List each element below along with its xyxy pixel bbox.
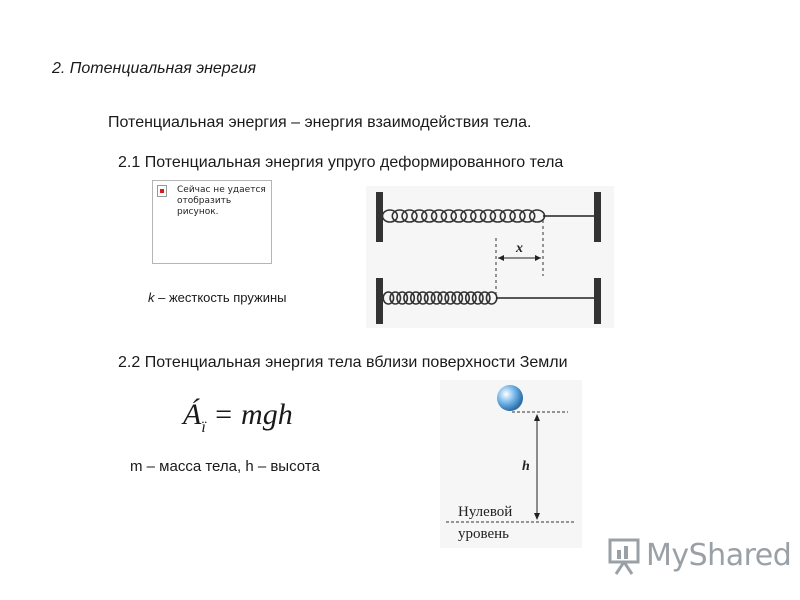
spring-coil bbox=[451, 291, 464, 305]
spring-coil bbox=[460, 209, 477, 223]
spring-coil bbox=[471, 291, 484, 305]
spring-coil bbox=[430, 209, 448, 223]
k-description: – жесткость пружины bbox=[154, 290, 287, 305]
height-diagram: h Нулевой уровень bbox=[440, 380, 582, 548]
height-arrowhead-bottom bbox=[534, 513, 540, 520]
k-symbol: k bbox=[148, 290, 155, 305]
board-bar-1 bbox=[617, 550, 621, 559]
x-label: x bbox=[515, 241, 523, 256]
spring-coil bbox=[411, 209, 428, 223]
formula-subscript: ï bbox=[201, 419, 206, 436]
spring-coil bbox=[478, 291, 491, 305]
presentation-board-icon bbox=[608, 538, 640, 575]
spring-coil bbox=[444, 291, 457, 305]
spring-coil bbox=[479, 209, 497, 223]
logo-text: MyShared bbox=[646, 538, 792, 573]
broken-image-placeholder: Сейчас не удается отобразить рисунок. bbox=[152, 180, 272, 264]
spring-coil bbox=[403, 291, 416, 305]
spring-coil bbox=[450, 209, 467, 223]
right-wall-bottom bbox=[594, 278, 601, 324]
spring-diagram: x bbox=[366, 186, 614, 328]
spring-coil bbox=[389, 291, 402, 305]
spring-coil bbox=[440, 209, 458, 223]
zero-level-label-line1: Нулевой bbox=[458, 504, 512, 520]
spring-coil bbox=[499, 209, 516, 223]
spring-coil bbox=[409, 291, 422, 305]
broken-image-message: Сейчас не удается отобразить рисунок. bbox=[177, 185, 266, 217]
spring-coil bbox=[401, 209, 418, 223]
spring-coil bbox=[464, 291, 477, 305]
h-label: h bbox=[522, 459, 530, 474]
section-2-title: 2.2 Потенциальная энергия тела вблизи по… bbox=[118, 354, 568, 371]
spring-coil bbox=[382, 291, 395, 305]
spring-coil bbox=[519, 209, 536, 223]
spring-coil bbox=[381, 209, 399, 223]
spring-coil bbox=[423, 291, 436, 305]
spring-coil bbox=[509, 209, 526, 223]
spring-stretched bbox=[381, 209, 546, 223]
spring-coil bbox=[420, 209, 438, 223]
spring-diagram-background bbox=[366, 186, 614, 328]
slide-title: 2. Потенциальная энергия bbox=[52, 60, 257, 77]
spring-coil bbox=[458, 291, 471, 305]
spring-coil bbox=[430, 291, 443, 305]
arrowhead-right bbox=[535, 255, 541, 261]
left-wall-bottom bbox=[376, 278, 383, 324]
spring-coil bbox=[396, 291, 409, 305]
spring-compressed bbox=[382, 291, 498, 305]
spring-constant-text: k – жесткость пружины bbox=[148, 290, 287, 305]
zero-level-label-line2: уровень bbox=[458, 526, 509, 542]
height-arrowhead-top bbox=[534, 414, 540, 421]
potential-energy-formula: Áï = mgh bbox=[183, 398, 293, 436]
definition-text: Потенциальная энергия – энергия взаимоде… bbox=[108, 114, 532, 131]
mass-height-text: m – масса тела, h – высота bbox=[130, 458, 320, 475]
left-wall-top bbox=[376, 192, 383, 242]
spring-coil bbox=[489, 209, 507, 223]
section-1-title: 2.1 Потенциальная энергия упруго деформи… bbox=[118, 154, 564, 171]
right-wall-top bbox=[594, 192, 601, 242]
formula-lhs: Á bbox=[183, 398, 202, 431]
board-bar-2 bbox=[624, 546, 628, 559]
spring-coil bbox=[437, 291, 450, 305]
formula-rhs: = mgh bbox=[213, 398, 293, 431]
spring-coil bbox=[469, 209, 487, 223]
arrowhead-left bbox=[498, 255, 504, 261]
spring-coil bbox=[416, 291, 429, 305]
ball bbox=[497, 385, 523, 411]
board-leg-left bbox=[614, 561, 626, 575]
broken-image-icon bbox=[157, 185, 167, 197]
board-leg-right bbox=[622, 561, 634, 575]
spring-coil bbox=[391, 209, 408, 223]
